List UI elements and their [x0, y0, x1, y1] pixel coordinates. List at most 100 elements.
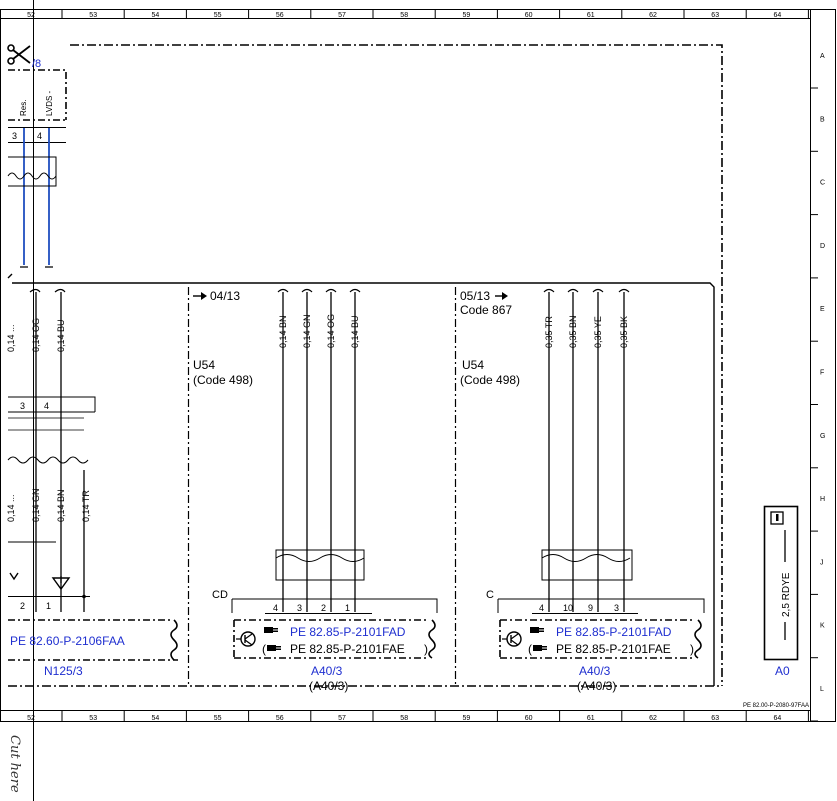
- left-lower-label-bn: 0,14 BN: [56, 489, 66, 522]
- module-outline: [8, 44, 723, 687]
- right-harness: [541, 549, 633, 581]
- column-label-bottom-62: 62: [649, 715, 657, 722]
- middle-control-box: [233, 619, 428, 659]
- pin-label-res: Res.: [19, 100, 28, 116]
- middle-wire-label-3: 0,14 OG: [326, 314, 336, 348]
- right-ref-primary-link[interactable]: PE 82.85-P-2101FAD: [556, 625, 672, 639]
- column-label-top-52: 52: [27, 12, 35, 19]
- top-pin-4: 4: [37, 131, 42, 141]
- middle-pin-4: 4: [273, 603, 278, 613]
- column-label-top-59: 59: [463, 12, 471, 19]
- sheet-frame: [0, 9, 836, 722]
- left-mid-pin-4: 4: [44, 401, 49, 411]
- middle-code: (Code 498): [193, 373, 253, 387]
- middle-wire-label-1: 0,14 BN: [278, 315, 288, 348]
- middle-ref-primary-link[interactable]: PE 82.85-P-2101FAD: [290, 625, 406, 639]
- right-wire-end: [592, 288, 604, 293]
- right-variant: U54: [462, 358, 484, 372]
- right-control-box: [499, 619, 694, 659]
- middle-pin-2: 2: [321, 603, 326, 613]
- right-wire-end: [618, 288, 630, 293]
- ground-wire-label: 2,5 RDYE: [781, 572, 792, 617]
- pin-label-lvds: LVDS -: [45, 90, 54, 116]
- right-component-alt: (A40/3): [577, 679, 616, 693]
- right-pin-4: 4: [539, 603, 544, 613]
- scissors-icon: [7, 44, 31, 65]
- right-arrow-ref: 05/13: [460, 289, 490, 303]
- left-wire-ends: [29, 288, 66, 293]
- middle-wire-end: [325, 288, 337, 293]
- column-label-bottom-61: 61: [587, 715, 595, 722]
- left-ground-small-icon: [9, 572, 19, 581]
- column-ruler: 5252535354545555565657575858595960606161…: [27, 9, 809, 722]
- column-label-bottom-57: 57: [338, 715, 346, 722]
- middle-box-break: [428, 619, 436, 659]
- column-label-top-55: 55: [214, 12, 222, 19]
- connector-plug-icon: [264, 627, 278, 633]
- column-label-top-58: 58: [400, 12, 408, 19]
- right-wire-label-2: 0,35 BN: [568, 315, 578, 348]
- middle-variant: U54: [193, 358, 215, 372]
- row-label-B: B: [820, 116, 825, 123]
- left-lower-label-tr: 0,14 TR: [81, 490, 91, 522]
- column-label-top-54: 54: [152, 12, 160, 19]
- column-label-top-56: 56: [276, 12, 284, 19]
- row-label-G: G: [820, 433, 825, 440]
- row-label-D: D: [820, 243, 825, 250]
- left-component-label: N125/3: [44, 664, 83, 678]
- left-bottom-pin-1: 1: [46, 601, 51, 611]
- left-lower-label-gn: 0,14 GN: [31, 488, 41, 522]
- middle-ref-secondary-open: (: [262, 642, 266, 656]
- middle-wire-end: [277, 288, 289, 293]
- middle-harness: [275, 549, 365, 581]
- right-ref-secondary[interactable]: PE 82.85-P-2101FAE: [556, 642, 671, 656]
- column-label-bottom-60: 60: [525, 715, 533, 722]
- column-label-top-57: 57: [338, 12, 346, 19]
- column-label-bottom-59: 59: [463, 715, 471, 722]
- middle-wire-label-2: 0,14 GN: [302, 314, 312, 348]
- column-label-bottom-63: 63: [711, 715, 719, 722]
- left-lower-label-partial: 0,14 ...: [6, 494, 16, 522]
- left-reference-link[interactable]: PE 82.60-P-2106FAA: [10, 634, 125, 648]
- top-connector-label: /8: [32, 58, 41, 70]
- column-label-bottom-54: 54: [152, 715, 160, 722]
- right-code-top: Code 867: [460, 303, 512, 317]
- ground-component-label: A0: [775, 664, 790, 678]
- top-left-connector-box: [8, 69, 67, 121]
- column-label-bottom-52: 52: [27, 715, 35, 722]
- column-label-bottom-58: 58: [400, 715, 408, 722]
- column-label-top-63: 63: [711, 12, 719, 19]
- column-label-bottom-55: 55: [214, 715, 222, 722]
- connector-plug-icon-2: [267, 645, 281, 651]
- right-wire-label-4: 0,35 BK: [619, 316, 629, 348]
- right-wire-label-3: 0,35 YE: [593, 316, 603, 348]
- inner-module-line: [7, 273, 715, 686]
- row-label-K: K: [820, 623, 825, 630]
- connector-plug-icon-4: [533, 645, 547, 651]
- row-label-F: F: [820, 370, 824, 377]
- ground-point-box: 2,5 RDYE A0: [763, 505, 799, 678]
- left-junction-dot: [82, 594, 86, 599]
- right-pin-9: 9: [588, 603, 593, 613]
- right-pin-10: 10: [563, 603, 573, 613]
- left-mid-pin-3: 3: [20, 401, 25, 411]
- right-connector-bracket: [497, 598, 705, 613]
- right-wire-end: [567, 288, 579, 293]
- left-harness-wave: [7, 456, 89, 464]
- arrow-right-icon-2: [495, 292, 508, 300]
- row-label-J: J: [820, 559, 824, 566]
- middle-ref-secondary-close: ): [424, 642, 428, 656]
- middle-arrow-ref: 04/13: [210, 289, 240, 303]
- right-pin-3: 3: [614, 603, 619, 613]
- left-wire-label-partial: 0,14 ...: [6, 324, 16, 352]
- document-id: PE 82.00-P-2080-97FAA: [743, 703, 809, 709]
- left-box-break: [170, 619, 178, 661]
- top-pin-3: 3: [12, 131, 17, 141]
- left-wire-label-bu: 0,14 BU: [56, 319, 66, 352]
- cut-here-label: Cut here: [7, 735, 22, 793]
- middle-ref-secondary[interactable]: PE 82.85-P-2101FAE: [290, 642, 405, 656]
